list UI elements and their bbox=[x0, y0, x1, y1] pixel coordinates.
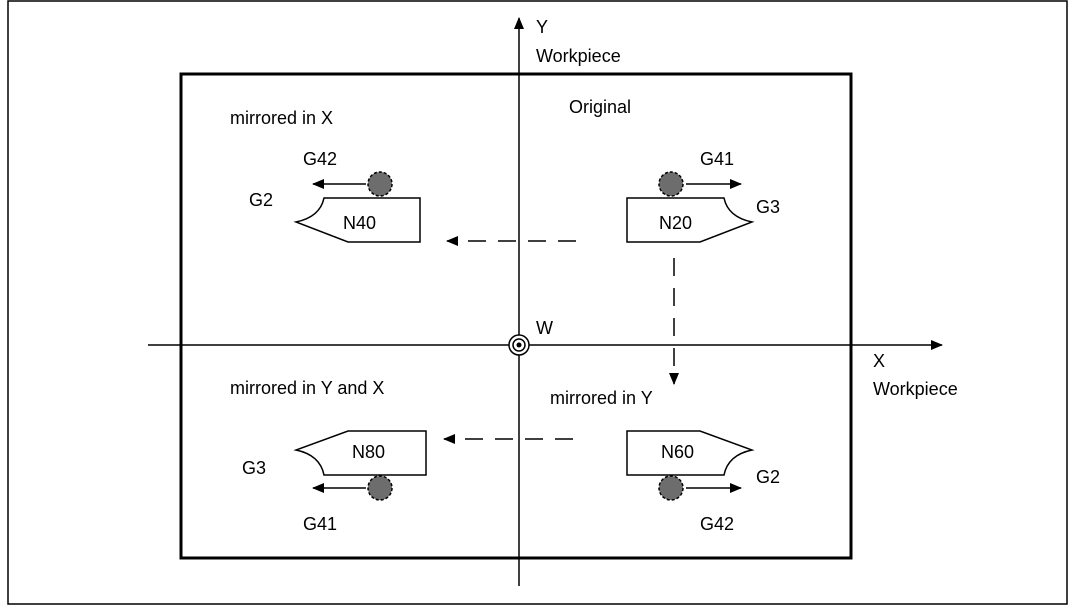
tool-icon bbox=[367, 475, 393, 501]
contour-shape bbox=[293, 430, 427, 476]
quadrant-title: mirrored in X bbox=[230, 108, 333, 128]
comp-label: G42 bbox=[303, 149, 337, 169]
block-label: N80 bbox=[352, 442, 385, 462]
arc-label: G2 bbox=[756, 467, 780, 487]
quadrant-title: mirrored in Y and X bbox=[230, 378, 384, 398]
block-label: N60 bbox=[661, 442, 694, 462]
y-axis-label: Y bbox=[536, 17, 548, 37]
quadrant-mirrored-in-y: mirrored in Y N60 G2 G42 bbox=[550, 388, 780, 534]
origin-symbol bbox=[508, 334, 530, 356]
tool-icon bbox=[367, 171, 393, 197]
tool-icon bbox=[658, 171, 684, 197]
quadrant-mirrored-in-x: mirrored in X N40 G2 G42 bbox=[230, 108, 421, 243]
x-axis-sub-label: Workpiece bbox=[873, 379, 958, 399]
outer-frame bbox=[7, 0, 1068, 605]
comp-label: G41 bbox=[700, 149, 734, 169]
quadrant-mirrored-in-y-and-x: mirrored in Y and X N80 G3 G41 bbox=[230, 378, 427, 534]
tool-icon bbox=[658, 475, 684, 501]
comp-label: G42 bbox=[700, 514, 734, 534]
quadrant-title: Original bbox=[569, 97, 631, 117]
origin-label: W bbox=[536, 318, 553, 338]
x-axis-label: X bbox=[873, 351, 885, 371]
contour-shape bbox=[293, 197, 421, 243]
arc-label: G3 bbox=[242, 458, 266, 478]
quadrant-original: Original N20 G3 G41 bbox=[569, 97, 780, 243]
block-label: N20 bbox=[659, 213, 692, 233]
block-label: N40 bbox=[343, 213, 376, 233]
contour-shape bbox=[626, 430, 755, 476]
comp-label: G41 bbox=[303, 514, 337, 534]
workpiece-rect bbox=[179, 72, 853, 560]
quadrant-title: mirrored in Y bbox=[550, 388, 653, 408]
arc-label: G3 bbox=[756, 197, 780, 217]
arc-label: G2 bbox=[249, 190, 273, 210]
contour-shape bbox=[626, 197, 755, 243]
y-axis-sub-label: Workpiece bbox=[536, 46, 621, 66]
